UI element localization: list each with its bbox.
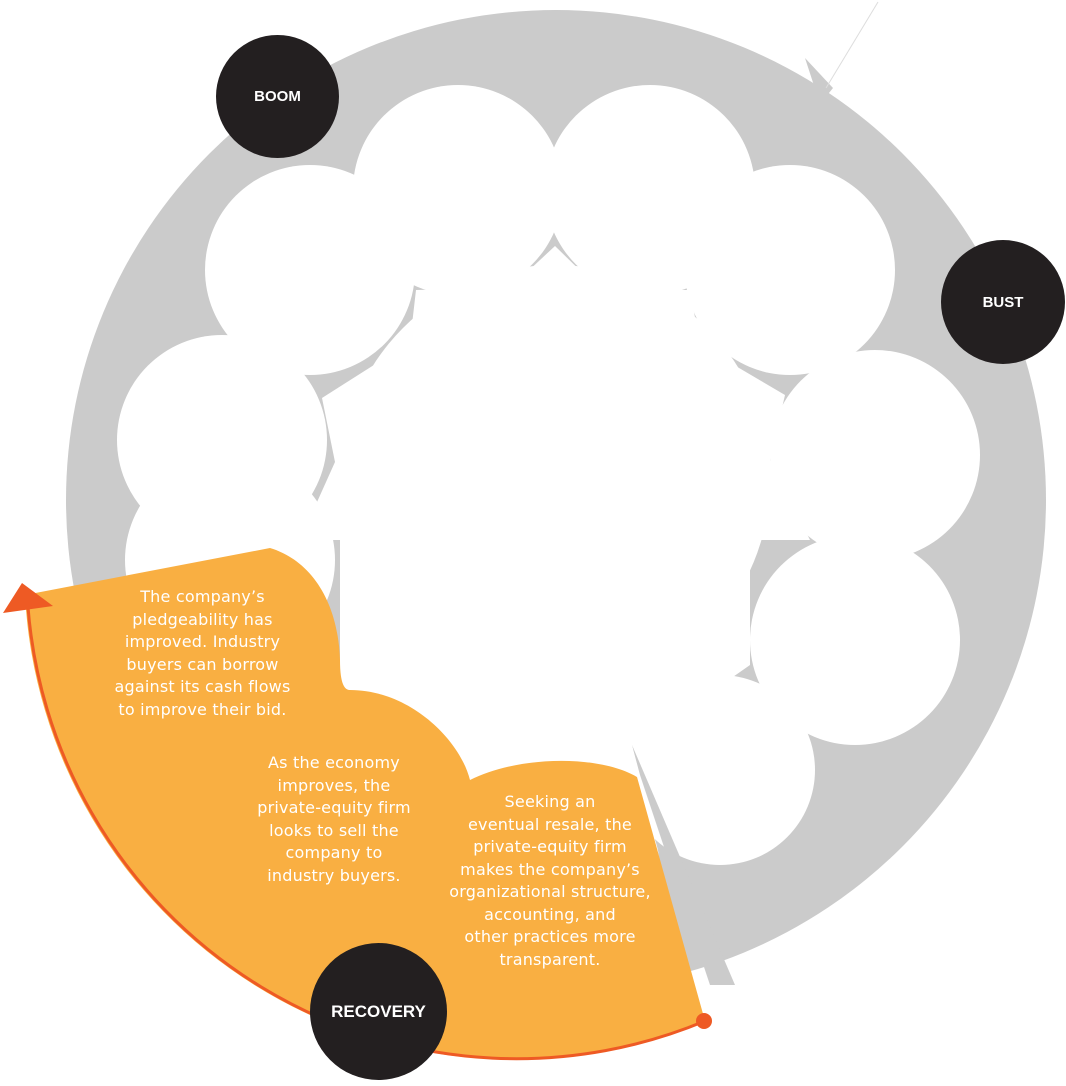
recovery-arrow-start-dot [696, 1013, 712, 1029]
stage-recovery-badge: RECOVERY [310, 943, 447, 1080]
recovery-arrow-arc [26, 606, 706, 1061]
recovery-note-transparency: Seeking an eventual resale, the private-… [449, 792, 651, 969]
bust-wedge [632, 745, 735, 985]
stage-bust-label: BUST [982, 293, 1024, 311]
boom-arrow-notch [805, 58, 833, 104]
stage-bust-badge: BUST [941, 240, 1065, 364]
recovery-note-pledgeability: The company’s pledgeability has improved… [114, 587, 291, 719]
stage-recovery-label: RECOVERY [331, 1001, 426, 1021]
notch-line [825, 1, 879, 89]
stage-boom-badge: BOOM [216, 35, 339, 158]
stage-boom-label: BOOM [254, 88, 301, 105]
recovery-arrowhead [3, 583, 53, 613]
recovery-sector [25, 548, 705, 1060]
recovery-note-sell: As the economy improves, the private-equ… [257, 753, 411, 885]
